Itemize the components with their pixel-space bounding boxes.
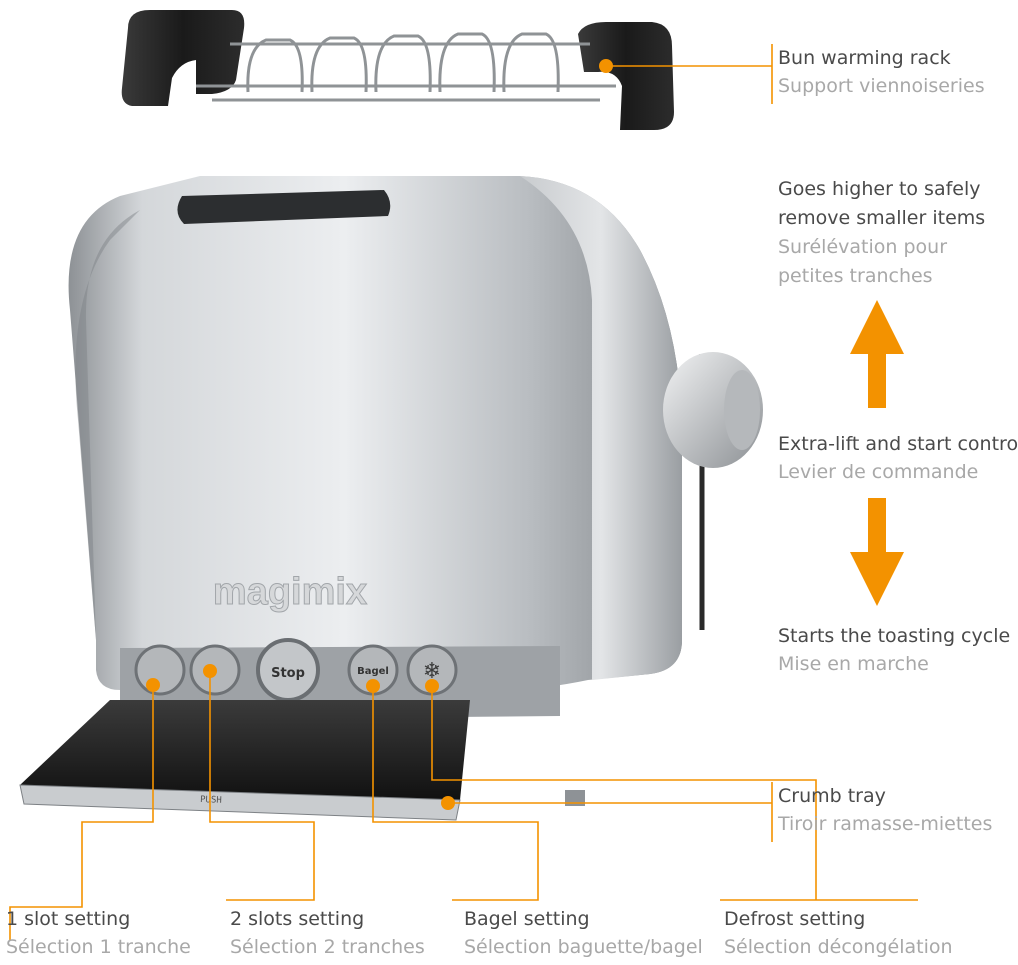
lift-arrows xyxy=(850,300,904,606)
bagel-en: Bagel setting xyxy=(464,908,590,930)
defrost-line xyxy=(431,686,918,901)
defrost-en: Defrost setting xyxy=(724,908,866,930)
crumb-tray-line xyxy=(448,782,773,842)
bun-rack-line xyxy=(606,44,773,104)
one-slot-dot xyxy=(146,678,160,692)
crumb-tray xyxy=(20,700,470,800)
rack-right-end xyxy=(578,22,674,130)
defrost-dot xyxy=(425,679,439,693)
callout-dots xyxy=(146,664,455,810)
arrow-down xyxy=(850,498,904,606)
one-slot-label: 1 slot setting Sélection 1 tranche xyxy=(6,905,191,961)
starts-en: Starts the toasting cycle xyxy=(778,625,1011,647)
bun-rack-label: Bun warming rack Support viennoiseries xyxy=(778,44,985,100)
toaster-side-panel xyxy=(520,176,682,680)
bagel-button-label: Bagel xyxy=(357,666,389,677)
starts-fr: Mise en marche xyxy=(778,653,929,675)
one-slot-button xyxy=(134,644,186,696)
arrow-up xyxy=(850,300,904,408)
lever-knob xyxy=(663,352,763,468)
rack-left-end xyxy=(121,10,245,106)
two-slots-fr: Sélection 2 tranches xyxy=(230,936,425,958)
bagel-line xyxy=(372,686,539,901)
starts-label: Starts the toasting cycle Mise en marche xyxy=(778,622,1010,678)
crumb-tray-dot xyxy=(441,796,455,810)
bagel-label: Bagel setting Sélection baguette/bagel xyxy=(464,905,703,961)
toaster: magimix Stop Bagel ❄ PUSH xyxy=(19,176,763,821)
lever-label: Extra-lift and start control Levier de c… xyxy=(778,430,1018,486)
toaster-body xyxy=(68,176,683,690)
goes-higher-en-2: remove smaller items xyxy=(778,207,986,229)
snowflake-icon: ❄ xyxy=(423,659,441,684)
brand-logo: magimix xyxy=(213,571,367,613)
callout-lines xyxy=(9,44,918,940)
bun-rack-en: Bun warming rack xyxy=(778,47,951,69)
one-slot-en: 1 slot setting xyxy=(6,908,131,930)
goes-higher-en-1: Goes higher to safely xyxy=(778,178,981,200)
bread-slot xyxy=(177,190,391,224)
lever-en: Extra-lift and start control xyxy=(778,433,1018,455)
lever-fr: Levier de commande xyxy=(778,461,979,483)
bun-rack-fr: Support viennoiseries xyxy=(778,75,985,97)
crumb-tray-label: PUSH xyxy=(200,795,222,806)
two-slots-dot xyxy=(203,664,217,678)
one-slot-line xyxy=(9,685,154,940)
toaster-front-curve xyxy=(75,210,140,640)
goes-higher-fr-1: Surélévation pour xyxy=(778,236,948,258)
toaster-foot xyxy=(565,790,585,806)
two-slots-label: 2 slots setting Sélection 2 tranches xyxy=(230,905,425,961)
goes-higher-fr-2: petites tranches xyxy=(778,265,933,287)
bagel-dot xyxy=(366,679,380,693)
goes-higher-label: Goes higher to safely remove smaller ite… xyxy=(778,175,985,291)
bun-warming-rack xyxy=(121,10,674,130)
defrost-label: Defrost setting Sélection décongélation xyxy=(724,905,953,961)
one-slot-fr: Sélection 1 tranche xyxy=(6,936,191,958)
two-slots-line xyxy=(209,671,315,901)
crumb-tray-text: Crumb tray Tiroir ramasse-miettes xyxy=(778,782,992,838)
rack-wires xyxy=(196,32,616,102)
stop-button-label: Stop xyxy=(271,666,305,681)
crumb-tray-fr: Tiroir ramasse-miettes xyxy=(778,813,993,835)
bagel-fr: Sélection baguette/bagel xyxy=(464,936,703,958)
two-slots-en: 2 slots setting xyxy=(230,908,365,930)
crumb-tray-en: Crumb tray xyxy=(778,785,886,807)
defrost-fr: Sélection décongélation xyxy=(724,936,953,958)
crumb-tray-front xyxy=(19,784,461,821)
